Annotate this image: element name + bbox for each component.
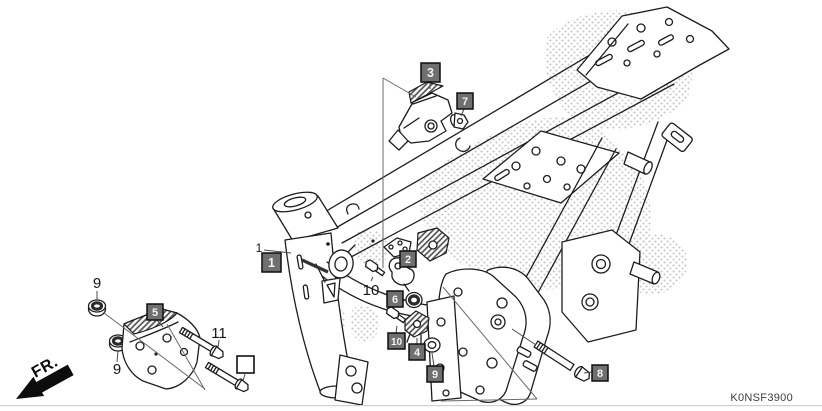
frame-seat-plate — [482, 130, 620, 204]
callout-box-8-label: 8 — [597, 368, 603, 380]
callout-box-1[interactable]: 1 — [261, 252, 282, 273]
callout-box-10[interactable]: 10 — [387, 332, 406, 350]
down-tube-part-1 — [284, 232, 369, 406]
callout-label-9-lower[interactable]: 9 — [113, 361, 121, 378]
callout-box-6[interactable]: 6 — [386, 290, 404, 308]
callout-box-9-label: 9 — [432, 369, 438, 381]
callout-label-11[interactable]: 11 — [211, 325, 227, 342]
bolt-lower-left — [204, 361, 249, 393]
frame-pivot-bracket — [561, 229, 661, 343]
bolt-10-lower — [385, 306, 407, 324]
fr-direction: FR. — [16, 353, 74, 399]
diagram-code: K0NSF3900 — [730, 392, 793, 404]
callout-box-8[interactable]: 8 — [591, 364, 609, 382]
engine-hanger-bracket-3 — [388, 81, 453, 151]
callout-box-5[interactable]: 5 — [146, 303, 164, 321]
bolt-8 — [533, 340, 590, 382]
callout-box-9[interactable]: 9 — [426, 365, 444, 383]
bolt-7 — [449, 112, 469, 130]
callout-box-3[interactable]: 3 — [420, 62, 441, 83]
callout-label-9-upper[interactable]: 9 — [93, 275, 101, 292]
bolt-10-upper — [364, 259, 386, 277]
callout-box-4-label: 4 — [414, 347, 421, 359]
frame-tail-plate — [576, 6, 730, 100]
callout-box-1-label: 1 — [268, 256, 275, 270]
bottom-rule — [0, 405, 822, 407]
callout-box-2-label: 2 — [405, 254, 411, 266]
callout-empty-box[interactable] — [236, 355, 255, 374]
callout-box-2[interactable]: 2 — [399, 250, 417, 268]
callout-box-7-label: 7 — [462, 96, 468, 108]
callout-box-4[interactable]: 4 — [408, 343, 426, 361]
callout-label-10[interactable]: 10 — [363, 282, 380, 299]
bushing-6 — [405, 291, 423, 309]
grommet-9-upper — [87, 299, 107, 317]
hook-clamp — [388, 257, 415, 292]
rear-engine-plates — [426, 266, 551, 405]
leader-lines — [96, 77, 593, 402]
bolt-11 — [178, 326, 224, 360]
pivot-stub — [623, 151, 653, 175]
bracket-4 — [404, 310, 430, 344]
callout-box-10-label: 10 — [391, 337, 403, 348]
callout-box-5-label: 5 — [152, 307, 158, 319]
callout-box-7[interactable]: 7 — [456, 92, 474, 110]
callout-box-3-label: 3 — [427, 66, 434, 80]
callout-label-1[interactable]: 1 — [256, 241, 263, 255]
footpeg-bracket — [661, 122, 693, 152]
frame-fittings — [301, 137, 471, 304]
fr-direction-arrow-icon — [16, 364, 74, 399]
callout-box-6-label: 6 — [392, 294, 398, 306]
washer-9 — [423, 337, 441, 353]
head-tube — [272, 191, 339, 242]
